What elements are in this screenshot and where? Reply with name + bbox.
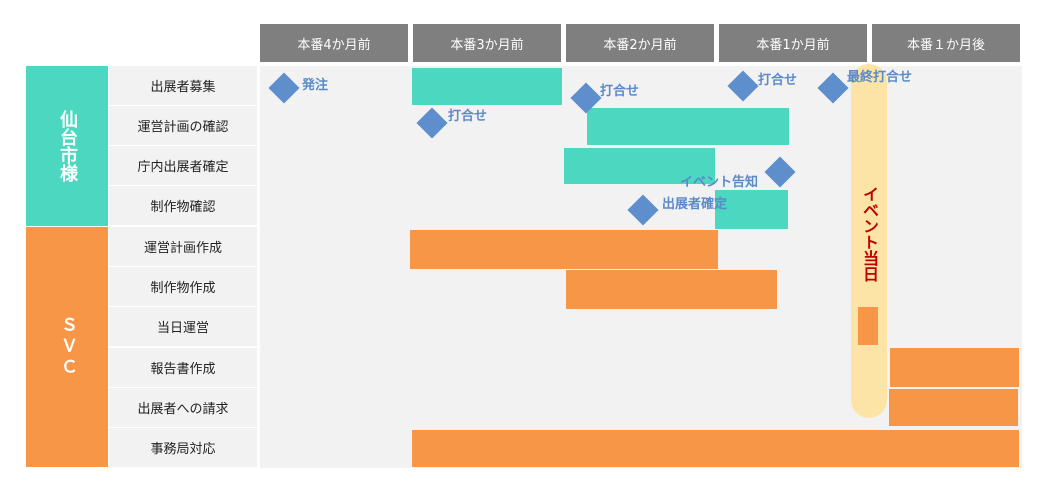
event-day-label: イベント当日 bbox=[860, 186, 879, 282]
group-svc-label: ＳＶＣ bbox=[57, 315, 77, 379]
gantt-bar-operation-plan-creation bbox=[410, 230, 718, 269]
gantt-bar-event-day-operation bbox=[858, 307, 878, 345]
milestone-label-order: 発注 bbox=[302, 78, 329, 93]
gantt-bar-operation-plan-review bbox=[587, 108, 789, 145]
gantt-bar-report-creation bbox=[890, 348, 1019, 387]
row-label-production-review: 制作物確認 bbox=[109, 186, 257, 225]
row-label-internal-exhibitor-confirm: 庁内出展者確定 bbox=[109, 146, 257, 185]
column-header-1-month-after: 本番１か月後 bbox=[872, 24, 1020, 62]
row-label-production-creation: 制作物作成 bbox=[109, 267, 257, 306]
column-header-1-month-before: 本番1か月前 bbox=[719, 24, 867, 62]
milestone-label-meeting-1: 打合せ bbox=[448, 109, 488, 124]
gantt-bar-exhibitor-recruitment bbox=[412, 68, 562, 105]
gantt-bar-production-review bbox=[715, 190, 788, 229]
group-svc: ＳＶＣ bbox=[26, 227, 108, 467]
row-label-secretariat-support: 事務局対応 bbox=[109, 428, 257, 467]
milestone-label-event-announcement: イベント告知 bbox=[680, 175, 759, 190]
row-label-operation-plan-review: 運営計画の確認 bbox=[109, 106, 257, 145]
row-label-exhibitor-billing: 出展者への請求 bbox=[109, 388, 257, 427]
group-sendai-city-label: 仙台市様 bbox=[57, 110, 78, 182]
gantt-bar-production-creation bbox=[566, 270, 777, 309]
row-label-operation-plan-creation: 運営計画作成 bbox=[109, 227, 257, 266]
column-header-3-months-before: 本番3か月前 bbox=[413, 24, 561, 62]
column-header-2-months-before: 本番2か月前 bbox=[566, 24, 714, 62]
milestone-label-exhibitor-confirmed: 出展者確定 bbox=[662, 197, 728, 212]
row-label-exhibitor-recruitment: 出展者募集 bbox=[109, 66, 257, 105]
gantt-bar-secretariat-support bbox=[412, 430, 1019, 467]
milestone-label-meeting-2: 打合せ bbox=[600, 84, 640, 99]
milestone-label-meeting-3: 打合せ bbox=[758, 73, 798, 88]
event-day-band bbox=[851, 64, 887, 418]
group-sendai-city: 仙台市様 bbox=[26, 66, 108, 226]
gantt-bar-internal-exhibitor-confirm bbox=[564, 148, 715, 184]
column-header-4-months-before: 本番4か月前 bbox=[260, 24, 408, 62]
milestone-label-final-meeting: 最終打合せ bbox=[847, 70, 913, 85]
row-label-report-creation: 報告書作成 bbox=[109, 348, 257, 387]
row-label-event-day-operation: 当日運営 bbox=[109, 307, 257, 346]
gantt-bar-exhibitor-billing bbox=[889, 389, 1018, 426]
